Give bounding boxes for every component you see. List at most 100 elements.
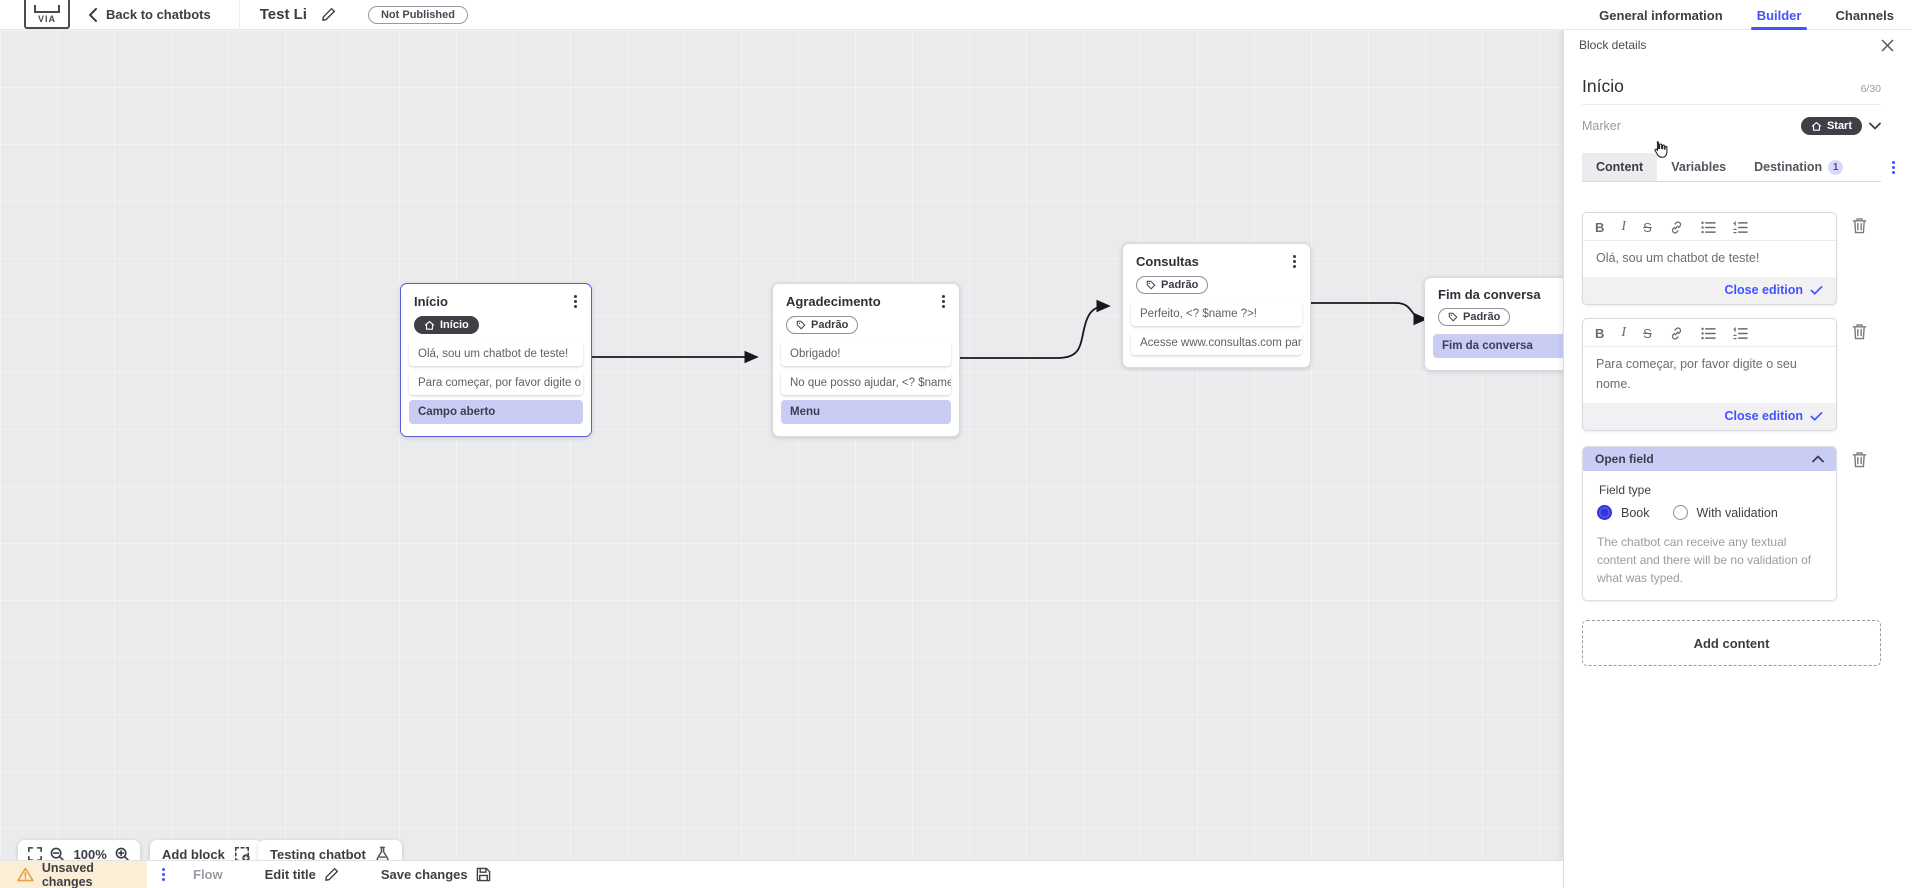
italic-icon[interactable]: I	[1621, 325, 1627, 341]
edge-agradecimento-consultas	[960, 299, 1111, 359]
trash-icon[interactable]	[1852, 450, 1867, 468]
topbar-divider	[238, 0, 240, 30]
statusbar-menu-icon[interactable]	[158, 866, 169, 883]
block-title: Início	[414, 294, 448, 309]
edge-consultas-fim	[1311, 302, 1428, 326]
start-marker-pill: Início	[414, 316, 479, 334]
back-label: Back to chatbots	[106, 7, 211, 22]
chevron-up-icon[interactable]	[1812, 455, 1824, 463]
text-editor: B I S Olá, sou um chatbot de teste! Clos…	[1582, 212, 1837, 306]
unsaved-changes-indicator: Unsaved changes	[0, 861, 147, 888]
editor-text[interactable]: Olá, sou um chatbot de teste!	[1596, 251, 1760, 265]
padrao-marker-pill: Padrão	[1438, 308, 1511, 326]
logo-text: VIA	[37, 14, 56, 24]
close-panel-icon[interactable]	[1881, 39, 1894, 52]
bold-icon[interactable]: B	[1595, 325, 1605, 341]
zoom-out-icon[interactable]	[50, 847, 65, 862]
zoom-in-icon[interactable]	[115, 847, 130, 862]
check-icon	[1810, 411, 1823, 421]
tab-channels[interactable]: Channels	[1835, 7, 1894, 23]
padrao-marker-pill: Padrão	[786, 316, 859, 334]
bold-icon[interactable]: B	[1595, 219, 1605, 235]
tab-builder[interactable]: Builder	[1750, 0, 1808, 30]
strikethrough-icon[interactable]: S	[1643, 325, 1652, 341]
block-field-row[interactable]: Campo aberto	[409, 400, 583, 424]
close-edition-button[interactable]: Close edition	[1724, 283, 1803, 298]
panel-tab-variables[interactable]: Variables	[1671, 160, 1727, 174]
field-type-label: Field type	[1599, 483, 1652, 498]
home-icon	[424, 320, 435, 330]
block-menu-row[interactable]: Menu	[781, 400, 951, 424]
edit-title-pencil-icon[interactable]	[321, 7, 336, 22]
open-field-title: Open field	[1595, 452, 1654, 467]
chevron-down-icon[interactable]	[1869, 122, 1881, 130]
app-logo[interactable]: VIA	[24, 0, 70, 29]
add-content-button[interactable]: Add content	[1582, 620, 1881, 667]
text-editor: B I S Para começar, por favor digite o s…	[1582, 318, 1837, 432]
numbered-list-icon[interactable]	[1733, 220, 1748, 234]
block-menu-icon[interactable]	[938, 293, 949, 310]
marker-start-pill[interactable]: Start	[1800, 117, 1862, 135]
block-menu-icon[interactable]	[1289, 253, 1300, 270]
block-content-row[interactable]: Obrigado!	[781, 342, 951, 366]
link-icon[interactable]	[1669, 220, 1684, 235]
pencil-icon	[325, 867, 338, 881]
block-menu-icon[interactable]	[570, 293, 581, 310]
name-underline	[1582, 104, 1881, 105]
tab-general-information[interactable]: General information	[1599, 7, 1723, 23]
chatbot-title: Test Li	[259, 6, 307, 23]
editor-toolbar: B I S	[1583, 213, 1836, 241]
radio-with-validation[interactable]	[1672, 505, 1688, 521]
flow-block-fim-da-conversa[interactable]: Fim da conversa Padrão Fim da conversa	[1424, 277, 1563, 371]
flow-block-consultas[interactable]: Consultas Padrão Perfeito, <? $name ?>! …	[1122, 243, 1311, 368]
block-content-row[interactable]: Olá, sou um chatbot de teste!	[409, 342, 583, 366]
block-name-input[interactable]: Início	[1582, 76, 1624, 96]
publish-status-badge: Not Published	[367, 5, 468, 24]
destination-label: Destination	[1754, 160, 1823, 174]
edit-title-label: Edit title	[264, 867, 316, 882]
padrao-marker-pill: Padrão	[1136, 276, 1209, 294]
block-content-row[interactable]: Perfeito, <? $name ?>!	[1131, 302, 1302, 326]
char-counter: 6/30	[1860, 83, 1881, 95]
bullet-list-icon[interactable]	[1701, 327, 1716, 340]
panel-tab-content[interactable]: Content	[1582, 153, 1658, 181]
flow-block-agradecimento[interactable]: Agradecimento Padrão Obrigado! No que po…	[772, 283, 960, 437]
testing-chatbot-label: Testing chatbot	[270, 846, 366, 862]
back-to-chatbots-button[interactable]: Back to chatbots	[88, 7, 211, 22]
block-content-row[interactable]: Para começar, por favor digite o ...	[409, 371, 583, 395]
check-icon	[1810, 285, 1823, 295]
trash-icon[interactable]	[1852, 216, 1867, 234]
fullscreen-icon[interactable]	[28, 847, 42, 861]
marker-label: Marker	[1582, 119, 1621, 133]
panel-tabs-menu-icon[interactable]	[1888, 159, 1899, 176]
radio-book[interactable]	[1597, 505, 1612, 521]
strikethrough-icon[interactable]: S	[1643, 219, 1652, 235]
trash-icon[interactable]	[1852, 322, 1867, 340]
zoom-level: 100%	[73, 846, 107, 862]
italic-icon[interactable]: I	[1621, 219, 1627, 234]
block-title: Consultas	[1136, 254, 1199, 269]
flow-canvas[interactable]: Início Início Olá, sou um chatbot de tes…	[0, 30, 1563, 888]
save-changes-button[interactable]: Save changes	[381, 867, 491, 882]
block-content-row[interactable]: Acesse www.consultas.com par...	[1131, 331, 1302, 355]
flow-block-inicio[interactable]: Início Início Olá, sou um chatbot de tes…	[400, 283, 592, 437]
top-bar: VIA Back to chatbots Test Li Not Publish…	[0, 0, 1912, 30]
block-content-row[interactable]: No que posso ajudar, <? $name ...	[781, 371, 951, 395]
flow-label: Flow	[193, 867, 223, 882]
open-field-section: Open field Field type Book With validati…	[1582, 446, 1837, 602]
home-icon	[1811, 121, 1822, 131]
link-icon[interactable]	[1669, 326, 1684, 341]
block-end-row[interactable]: Fim da conversa	[1433, 334, 1563, 358]
tag-icon	[796, 320, 806, 330]
editor-text[interactable]: Para começar, por favor digite o seu nom…	[1596, 357, 1797, 391]
radio-book-label: Book	[1621, 505, 1650, 520]
numbered-list-icon[interactable]	[1733, 326, 1748, 340]
edit-title-button[interactable]: Edit title	[265, 867, 339, 882]
field-type-help-text: The chatbot can receive any textual cont…	[1597, 535, 1812, 586]
bullet-list-icon[interactable]	[1701, 221, 1716, 234]
tag-icon	[1448, 312, 1458, 322]
close-edition-button[interactable]: Close edition	[1724, 409, 1803, 424]
block-details-panel: Block details Início 6/30 Marker Start C…	[1563, 30, 1912, 888]
panel-tab-destination[interactable]: Destination 1	[1740, 153, 1857, 181]
open-field-header[interactable]: Open field	[1583, 447, 1836, 472]
